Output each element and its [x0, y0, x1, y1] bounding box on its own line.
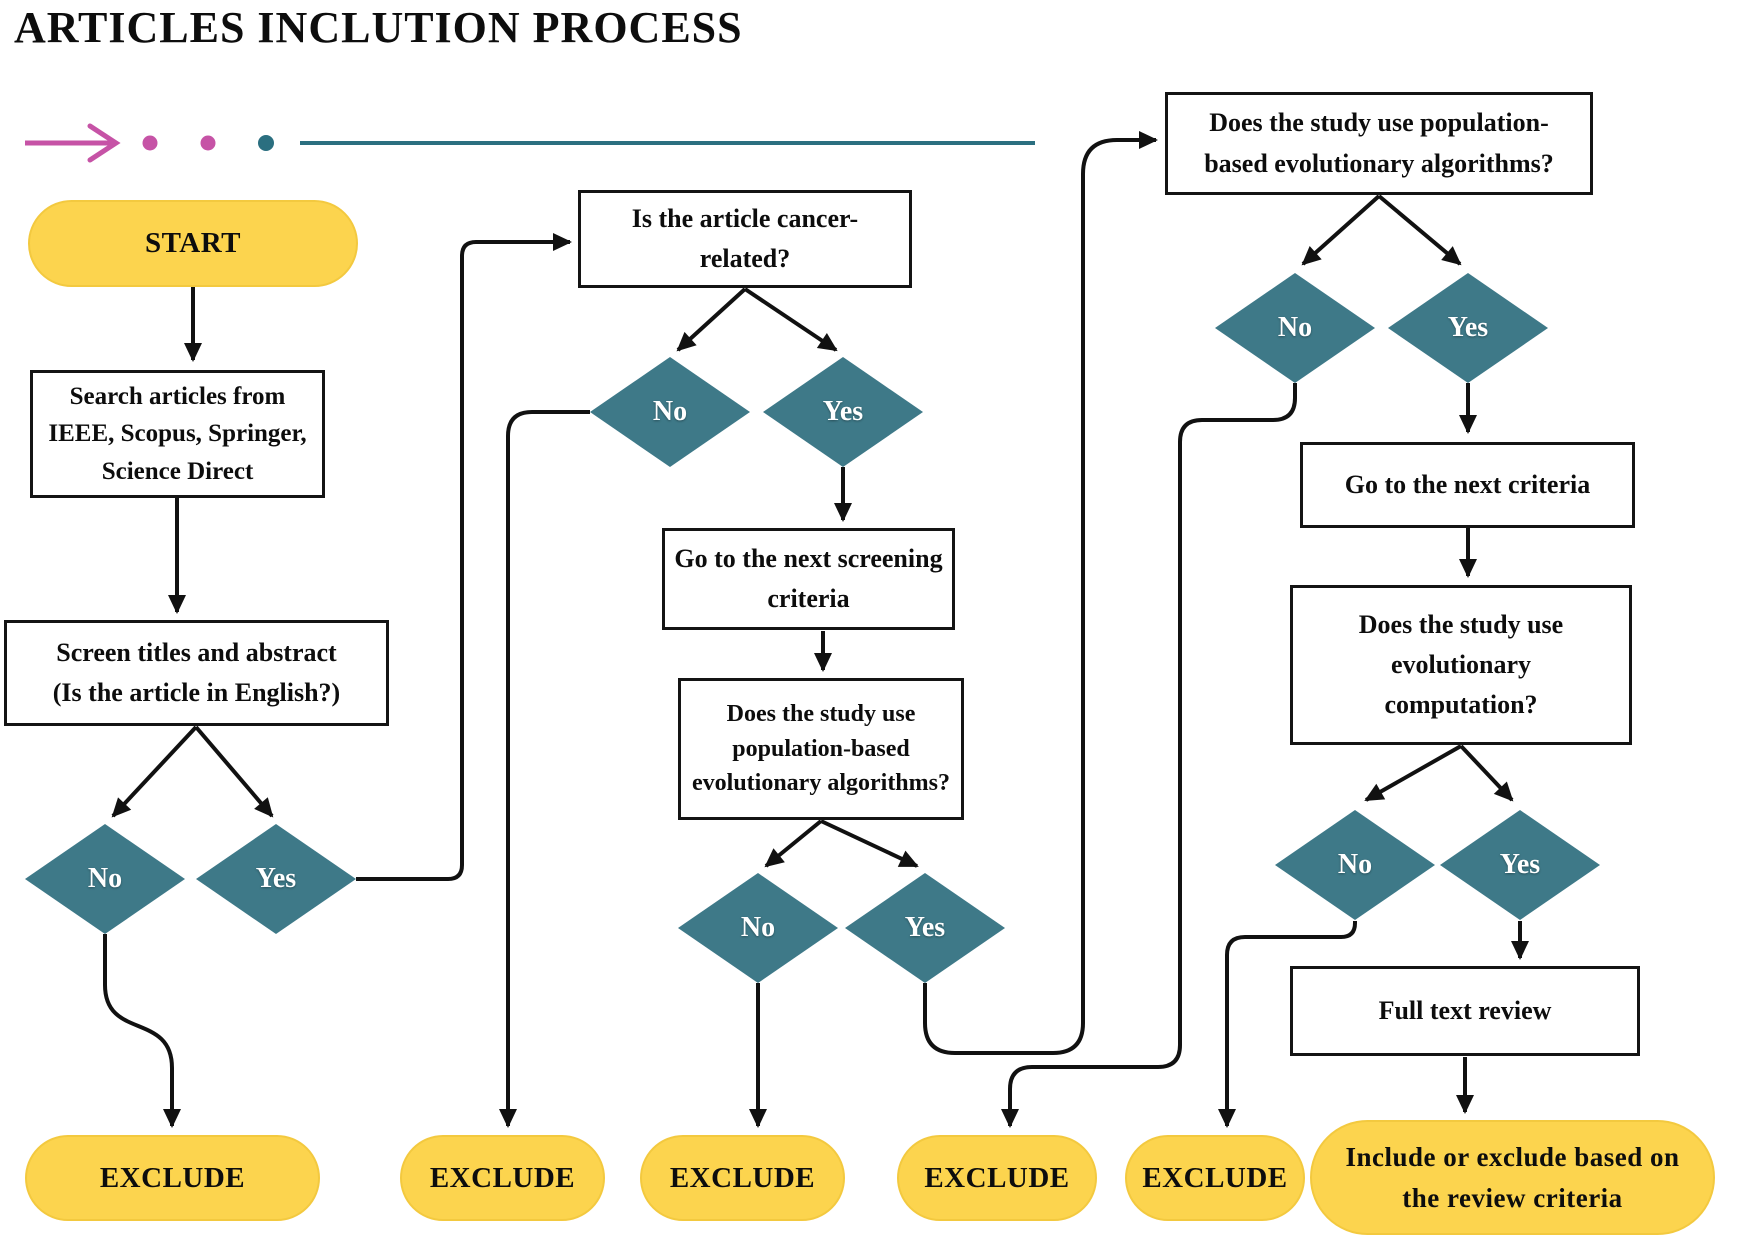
population1-line-3: evolutionary algorithms?: [692, 770, 950, 797]
search-line-2: IEEE, Scopus, Springer,: [48, 420, 307, 448]
search-line-1: Search articles from: [69, 382, 286, 410]
connector-population1-no3: [764, 819, 823, 868]
exclude-5-label: EXCLUDE: [1142, 1161, 1288, 1194]
exclude-node-1: EXCLUDE: [25, 1135, 320, 1221]
cancer-line-1: Is the article cancer-: [631, 203, 859, 233]
population2-line-2: based evolutionary algorithms?: [1204, 148, 1554, 178]
population1-line-1: Does the study use: [726, 700, 916, 727]
exclude-node-4: EXCLUDE: [897, 1135, 1097, 1221]
screen-line-1: Screen titles and abstract: [56, 637, 337, 667]
page-title: ARTICLES INCLUTION PROCESS: [14, 3, 743, 52]
connector-yes1-cancer: [356, 233, 572, 881]
start-label: START: [144, 227, 242, 259]
cancer-line-2: related?: [699, 244, 791, 273]
decor-pink-arrow: [25, 123, 121, 163]
search-line-3: Science Direct: [101, 457, 254, 485]
teal-dot: [258, 135, 274, 151]
evolutionary-line-2: evolutionary: [1390, 649, 1532, 679]
exclude-3-label: EXCLUDE: [669, 1161, 816, 1194]
full-text-line-1: Full text review: [1378, 995, 1552, 1025]
decision-4-no-label: No: [1277, 312, 1313, 343]
next-screening-line-2: criteria: [767, 584, 850, 613]
connector-population1-yes3: [820, 819, 919, 868]
exclude-2-label: EXCLUDE: [429, 1161, 576, 1194]
exclude-4-label: EXCLUDE: [924, 1161, 1070, 1194]
next-screening-line-1: Go to the next screening: [674, 543, 943, 573]
include-exclude-line-2: the review criteria: [1402, 1182, 1623, 1213]
decision-2-yes-label: Yes: [822, 396, 864, 427]
screen-line-2: (Is the article in English?): [52, 678, 341, 707]
connector-no1-exclude1: [103, 934, 181, 1128]
connector-evolutionary-yes5: [1459, 744, 1514, 802]
include-exclude-line-1: Include or exclude based on: [1345, 1142, 1680, 1172]
connector-population2-no4: [1301, 194, 1381, 266]
connector-no2-exclude2: [499, 410, 590, 1128]
start-node: START: [28, 200, 358, 287]
pink-dot: [200, 135, 216, 151]
exclude-node-5: EXCLUDE: [1125, 1135, 1305, 1221]
decision-1-no-label: No: [87, 863, 123, 894]
connector-no5-exclude5: [1218, 921, 1357, 1128]
evolutionary-computation-box: Does the study use evolutionary computat…: [1290, 585, 1632, 745]
connector-screen-no1: [111, 725, 198, 818]
connector-cancer-no2: [676, 287, 747, 352]
pink-dot: [142, 135, 158, 151]
exclude-node-2: EXCLUDE: [400, 1135, 605, 1221]
next-criteria-line-1: Go to the next criteria: [1344, 469, 1591, 499]
decision-2-no-label: No: [652, 396, 688, 427]
decision-5-no-label: No: [1337, 849, 1373, 880]
evolutionary-line-1: Does the study use: [1358, 609, 1564, 639]
include-exclude-node: Include or exclude based on the review c…: [1310, 1120, 1715, 1235]
cancer-related-box: Is the article cancer- related?: [578, 190, 912, 288]
exclude-node-3: EXCLUDE: [640, 1135, 845, 1221]
next-screening-criteria-box: Go to the next screening criteria: [662, 528, 955, 630]
decision-3-yes-label: Yes: [904, 912, 946, 943]
connector-evolutionary-no5: [1364, 744, 1462, 802]
search-articles-box: Search articles from IEEE, Scopus, Sprin…: [30, 370, 325, 498]
decision-5-yes-label: Yes: [1499, 849, 1541, 880]
connector-no4-exclude4: [1001, 383, 1297, 1128]
evolutionary-line-3: computation?: [1384, 690, 1538, 720]
population2-line-1: Does the study use population-: [1209, 108, 1549, 138]
population1-line-2: population-based: [732, 735, 910, 762]
decision-1-yes-label: Yes: [255, 863, 297, 894]
population-algorithms-box-2: Does the study use population- based evo…: [1165, 92, 1593, 195]
next-criteria-box: Go to the next criteria: [1300, 442, 1635, 528]
connector-cancer-yes2: [743, 287, 838, 352]
connector-population2-yes4: [1377, 194, 1462, 266]
connector-screen-yes1: [194, 725, 274, 818]
decision-3-no-label: No: [740, 912, 776, 943]
connector-yes3-population2: [923, 131, 1158, 1055]
population-algorithms-box-1: Does the study use population-based evol…: [678, 678, 964, 820]
flow-connectors: [103, 131, 1529, 1128]
screen-titles-box: Screen titles and abstract (Is the artic…: [4, 620, 389, 726]
exclude-1-label: EXCLUDE: [99, 1161, 246, 1194]
full-text-review-box: Full text review: [1290, 966, 1640, 1056]
decision-4-yes-label: Yes: [1447, 312, 1489, 343]
